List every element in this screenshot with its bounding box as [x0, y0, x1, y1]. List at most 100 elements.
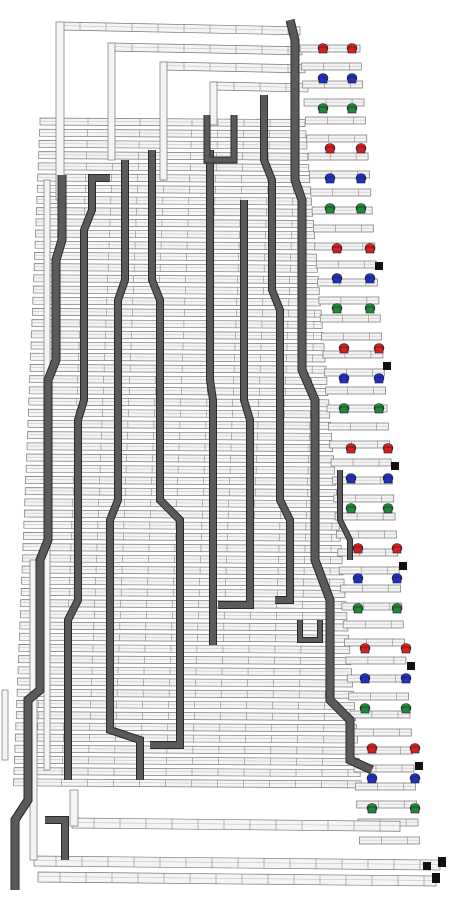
- gate-body-green: [384, 507, 392, 513]
- wire: [45, 820, 65, 860]
- gate-body-red: [357, 147, 365, 153]
- rail: [14, 779, 362, 788]
- gate-body-green: [368, 807, 376, 813]
- rail: [338, 549, 398, 556]
- vertical-rail: [160, 62, 167, 180]
- gate-body-red: [366, 247, 374, 253]
- rail: [25, 488, 336, 497]
- rail: [305, 117, 365, 124]
- gate-body-green: [340, 407, 348, 413]
- gate-body-green: [347, 507, 355, 513]
- gate-body-green: [333, 307, 341, 313]
- gate-body-green: [354, 607, 362, 613]
- rail: [308, 153, 368, 160]
- terminal-block: [383, 362, 391, 370]
- gate-body-blue: [375, 377, 383, 383]
- gate-body-red: [340, 347, 348, 353]
- gate-body-green: [361, 707, 369, 713]
- gate-body-green: [411, 807, 419, 813]
- rail: [326, 387, 386, 394]
- gate-body-red: [326, 147, 334, 153]
- gate-body-blue: [384, 477, 392, 483]
- terminal-block: [391, 462, 399, 470]
- gate-body-blue: [411, 777, 419, 783]
- gate-body-blue: [319, 77, 327, 83]
- gate-body-green: [357, 207, 365, 213]
- gate-body-red: [354, 547, 362, 553]
- gate-body-red: [368, 747, 376, 753]
- gate-body-blue: [354, 577, 362, 583]
- gate-body-blue: [357, 177, 365, 183]
- terminal-block: [407, 662, 415, 670]
- gate-body-red: [393, 547, 401, 553]
- gate-body-green: [402, 707, 410, 713]
- vertical-rail: [56, 22, 64, 200]
- gate-body-blue: [366, 277, 374, 283]
- rail: [331, 459, 391, 466]
- rail: [311, 189, 371, 196]
- gate-body-red: [361, 647, 369, 653]
- gate-body-red: [402, 647, 410, 653]
- rail: [335, 513, 395, 520]
- vertical-rail: [108, 43, 115, 160]
- gate-body-blue: [361, 677, 369, 683]
- rail: [307, 135, 367, 142]
- rail: [359, 837, 419, 844]
- gate-body-blue: [326, 177, 334, 183]
- gate-body-blue: [368, 777, 376, 783]
- rail: [25, 499, 338, 508]
- rail: [58, 22, 300, 35]
- gate-body-blue: [402, 677, 410, 683]
- rail: [350, 711, 410, 718]
- gate-body-red: [333, 247, 341, 253]
- wire: [210, 150, 213, 645]
- rail: [110, 43, 302, 55]
- terminal-block: [415, 762, 423, 770]
- rail: [343, 621, 403, 628]
- rail: [314, 225, 374, 232]
- rail: [339, 567, 399, 574]
- rail: [26, 465, 334, 474]
- rail: [346, 657, 406, 664]
- vertical-rail: [70, 790, 78, 826]
- gate-body-red: [347, 447, 355, 453]
- rail: [345, 639, 405, 646]
- rail: [72, 818, 400, 831]
- gate-body-green: [348, 107, 356, 113]
- rail: [347, 675, 407, 682]
- rail: [162, 62, 305, 73]
- gate-body-green: [375, 407, 383, 413]
- rail: [330, 441, 390, 448]
- rail: [38, 872, 436, 886]
- rail: [316, 261, 376, 268]
- terminal-block: [399, 562, 407, 570]
- rail: [27, 454, 334, 463]
- terminal-block: [438, 857, 446, 867]
- terminal-block: [432, 873, 440, 883]
- rail: [27, 443, 333, 452]
- gate-body-blue: [348, 77, 356, 83]
- terminal-block: [423, 862, 431, 870]
- rail: [341, 585, 401, 592]
- vertical-rail: [2, 690, 8, 760]
- rail: [355, 783, 415, 790]
- gate-body-green: [393, 607, 401, 613]
- rail: [319, 297, 379, 304]
- rail: [353, 747, 413, 754]
- gate-body-red: [384, 447, 392, 453]
- gate-body-green: [326, 207, 334, 213]
- rail: [301, 63, 361, 70]
- gate-body-red: [411, 747, 419, 753]
- rail: [328, 423, 388, 430]
- gate-body-blue: [333, 277, 341, 283]
- gate-body-red: [319, 47, 327, 53]
- rail: [28, 420, 331, 429]
- rail: [26, 476, 336, 485]
- terminal-block: [375, 262, 383, 270]
- rail: [322, 333, 382, 340]
- gate-body-green: [319, 107, 327, 113]
- gate-body-blue: [340, 377, 348, 383]
- rail: [323, 351, 383, 358]
